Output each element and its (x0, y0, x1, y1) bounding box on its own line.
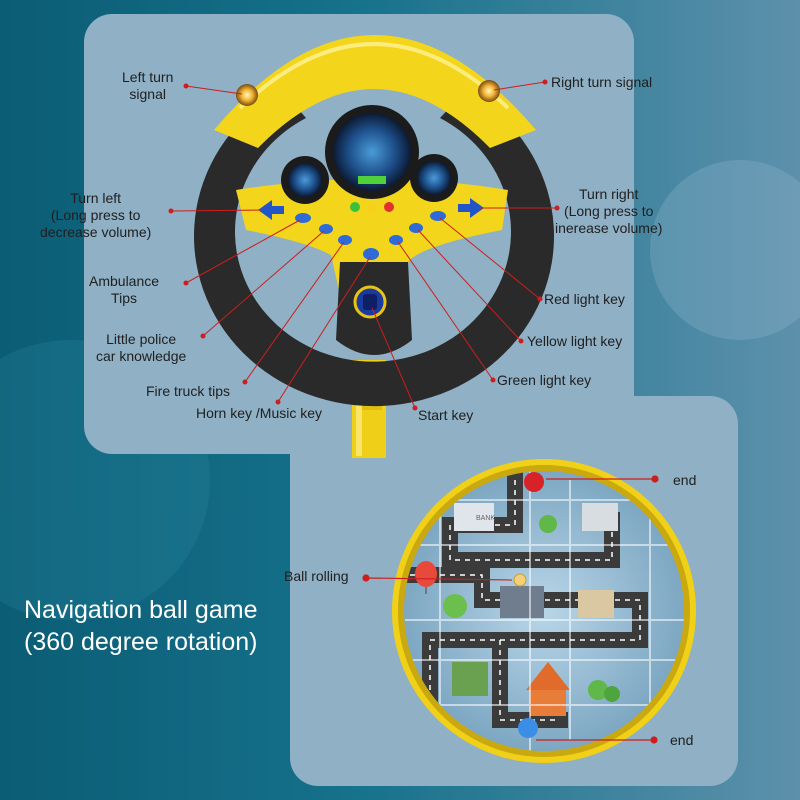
fire-truck-tips-label: Fire truck tips (146, 383, 231, 399)
turn-left-key (258, 200, 284, 220)
maze-callout-lines (362, 475, 659, 744)
turn-right-label: Turn right (Long press to inerease volum… (555, 186, 663, 236)
steering-wheel (194, 35, 555, 458)
end-ball-bottom (518, 718, 538, 738)
left-turn-signal-label: Left turn signal (122, 69, 174, 102)
end-top-label: end (673, 472, 697, 488)
red-light-key-label: Red light key (544, 291, 625, 307)
yellow-light-key-label: Yellow light key (527, 333, 623, 349)
ball-game-subtitle: (360 degree rotation) (24, 628, 258, 656)
turn-right-key (458, 198, 484, 218)
wheel-callout-lines (168, 79, 560, 411)
red-light-key (384, 202, 394, 212)
turn-left-label: Turn left (Long press to decrease volume… (40, 190, 152, 240)
ball-game-title: Navigation ball game (24, 596, 258, 624)
right-turn-signal-label: Right turn signal (551, 74, 653, 90)
green-light-key (350, 202, 360, 212)
rolling-ball (513, 573, 527, 587)
little-police-car-label: Little police car knowledge (96, 331, 187, 364)
yellow-light-key (367, 203, 377, 213)
right-turn-signal-lamp (478, 80, 500, 102)
ambulance-tips-label: Ambulance Tips (89, 273, 160, 306)
navigation-ball-maze (392, 459, 696, 763)
end-bottom-label: end (670, 732, 694, 748)
ball-rolling-label: Ball rolling (284, 568, 349, 584)
start-key-label: Start key (418, 407, 474, 423)
end-ball-top (524, 472, 544, 492)
left-turn-signal-lamp (236, 84, 258, 106)
horn-music-key-label: Horn key /Music key (196, 405, 323, 421)
bank-sign: BANK (476, 515, 495, 522)
green-light-key-label: Green light key (497, 372, 592, 388)
